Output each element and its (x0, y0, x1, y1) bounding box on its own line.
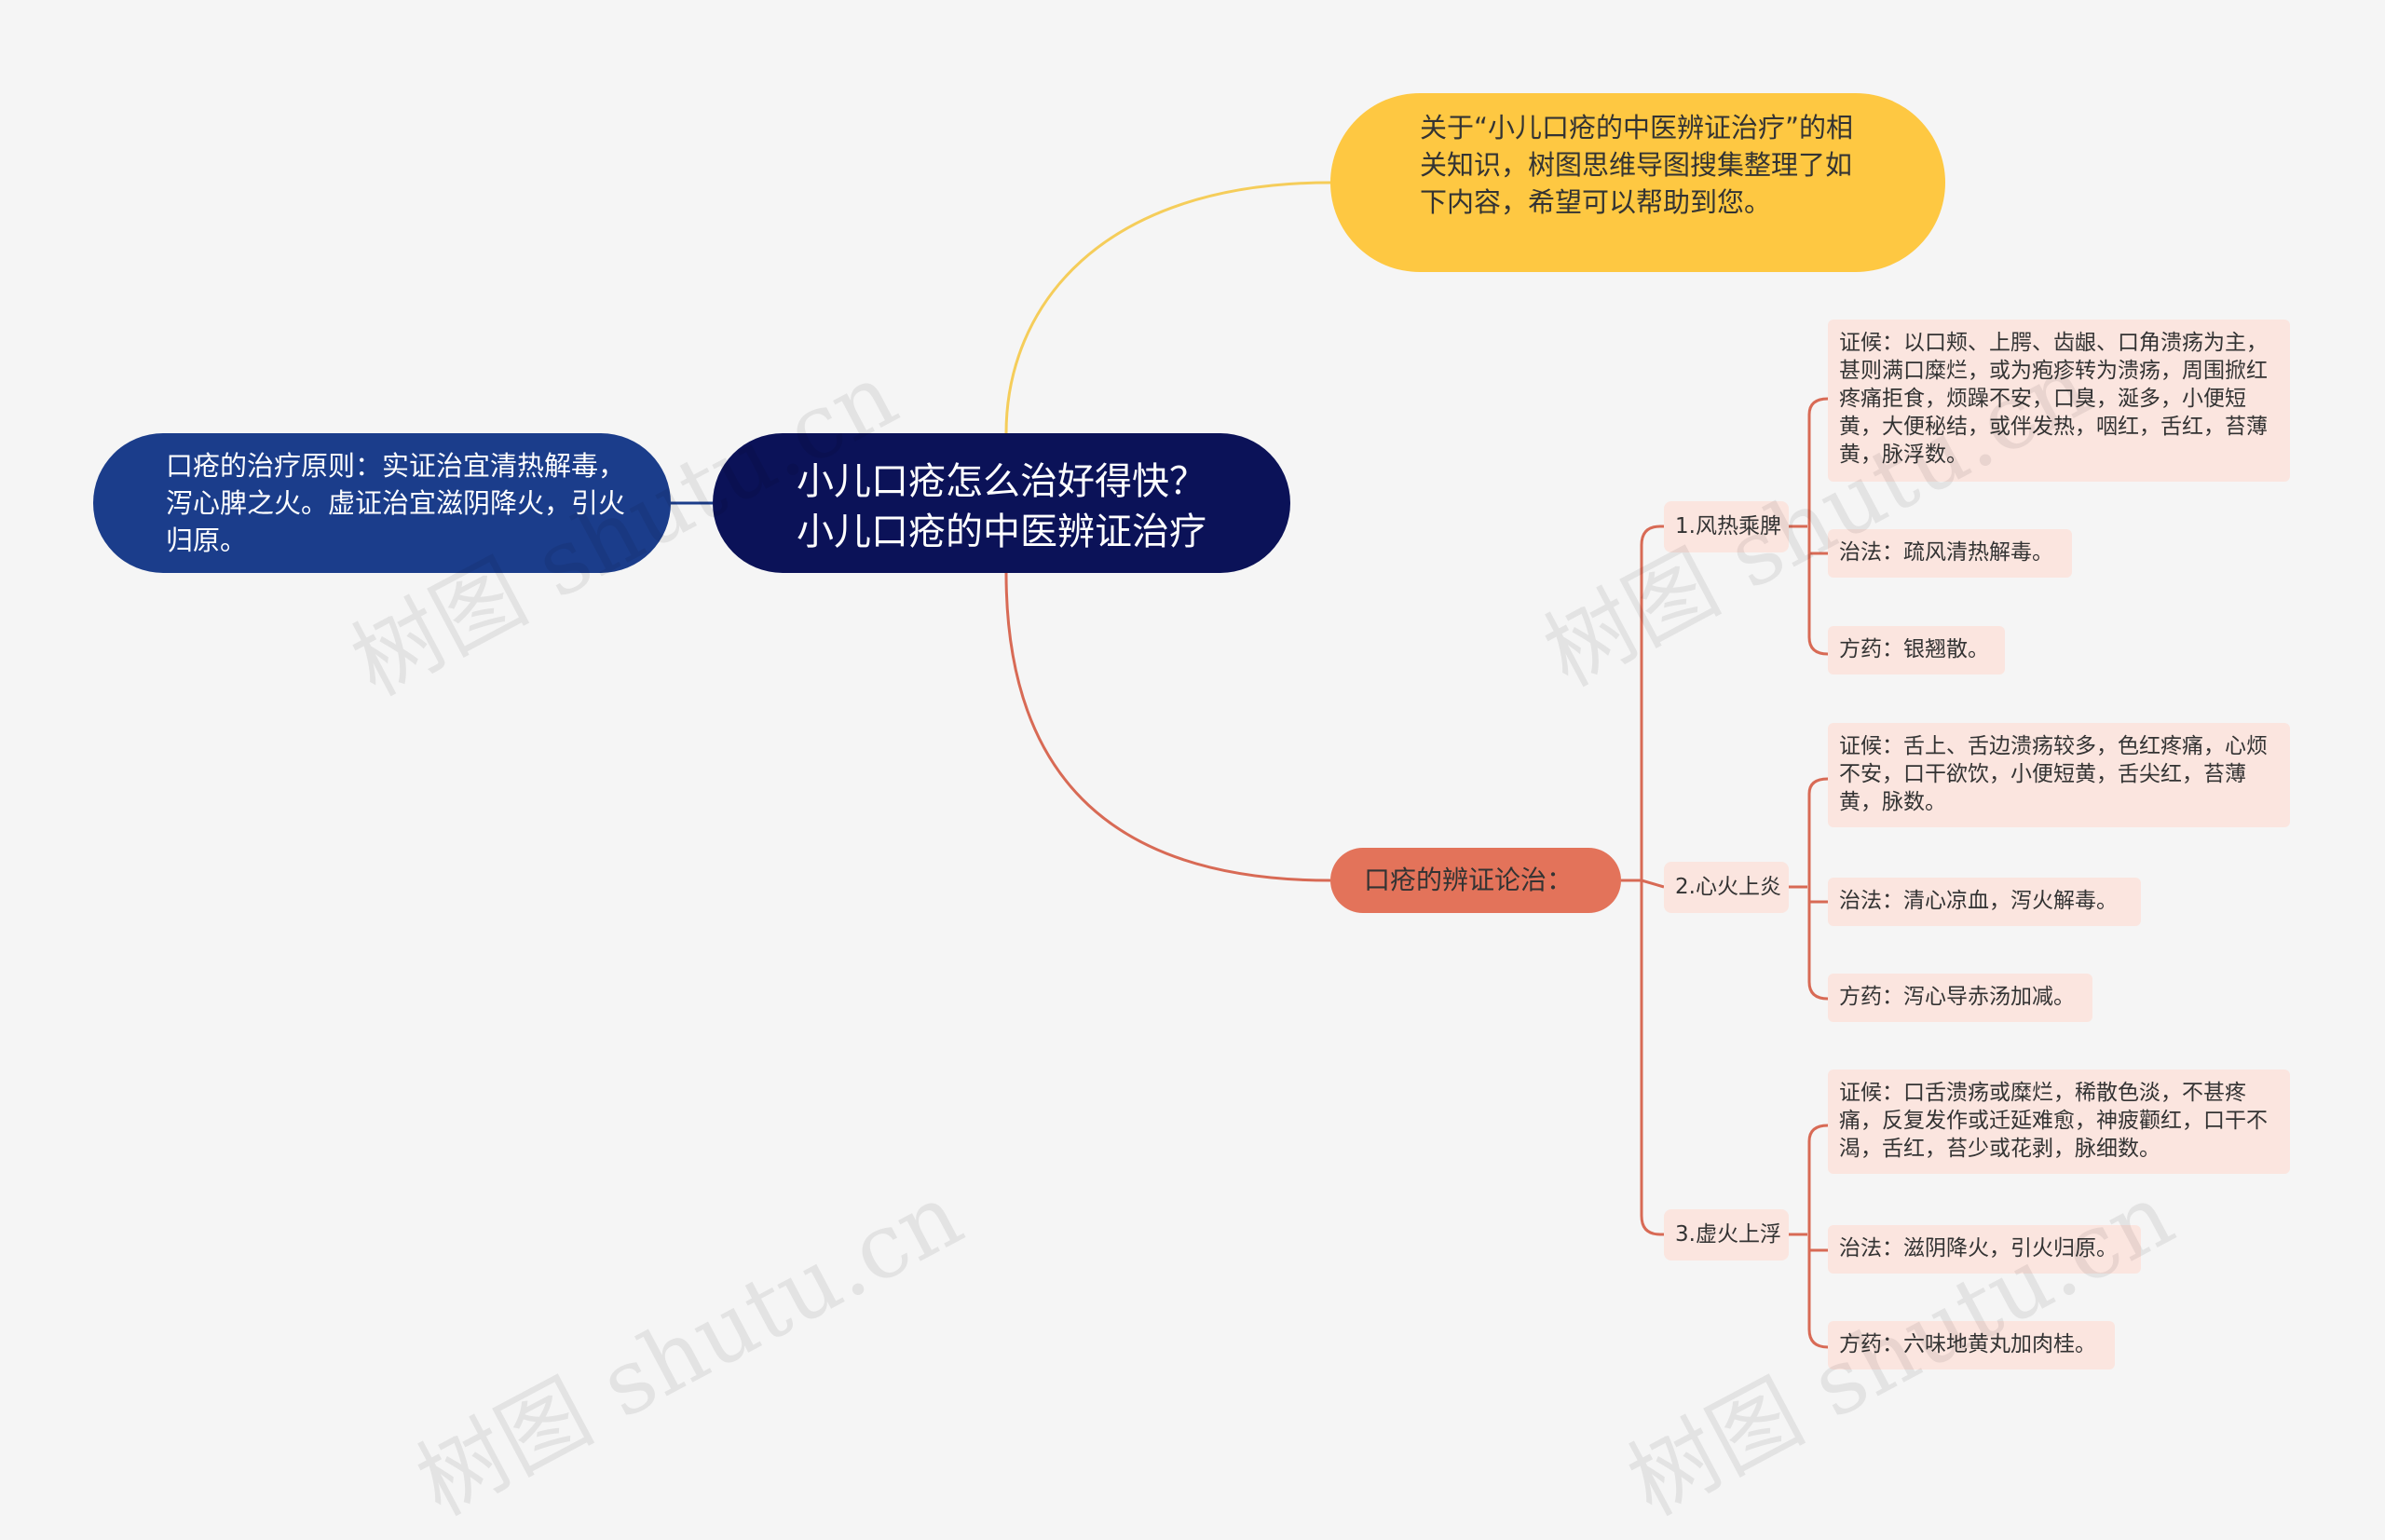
method-node-1[interactable]: 治法：疏风清热解毒。 (1828, 529, 2072, 578)
symptom-node-1[interactable]: 证候：以口颊、上腭、齿龈、口角溃疡为主，甚则满口糜烂，或为疱疹转为溃疡，周围掀红… (1828, 320, 2290, 482)
connector-cat1-bracket (1789, 397, 1829, 656)
symptom-node-3[interactable]: 证候：口舌溃疡或糜烂，稀散色淡，不甚疼痛，反复发作或迁延难愈，神疲颧红，口干不渴… (1828, 1070, 2290, 1174)
category-node-3[interactable]: 3.虚火上浮 (1664, 1209, 1789, 1261)
principle-text: 口疮的治疗原则：实证治宜清热解毒，泻心脾之火。虚证治宜滋阴降火，引火归原。 (166, 450, 626, 556)
symptom-text: 证候：舌上、舌边溃疡较多，色红疼痛，心烦不安，口干欲饮，小便短黄，舌尖红，苔薄黄… (1839, 734, 2268, 814)
symptom-text: 证候：以口颊、上腭、齿龈、口角溃疡为主，甚则满口糜烂，或为疱疹转为溃疡，周围掀红… (1839, 331, 2268, 467)
category-label: 3.虚火上浮 (1675, 1222, 1781, 1247)
method-text: 治法：滋阴降火，引火归原。 (1839, 1236, 2118, 1261)
connector-lines (671, 181, 1829, 1349)
formula-node-1[interactable]: 方药：银翘散。 (1828, 626, 2005, 675)
intro-node[interactable]: 关于“小儿口疮的中医辨证治疗”的相关知识，树图思维导图搜集整理了如下内容，希望可… (1330, 93, 1945, 272)
connector-trunk-cat1 (1640, 525, 1664, 880)
connector-root-diagnosis (1004, 572, 1331, 882)
principle-node[interactable]: 口疮的治疗原则：实证治宜清热解毒，泻心脾之火。虚证治宜滋阴降火，引火归原。 (93, 433, 671, 573)
category-node-1[interactable]: 1.风热乘脾 (1664, 501, 1789, 552)
diagnosis-node[interactable]: 口疮的辨证论治： (1330, 848, 1621, 913)
method-node-2[interactable]: 治法：清心凉血，泻火解毒。 (1828, 878, 2141, 926)
root-title-line2: 小儿口疮的中医辨证治疗 (797, 511, 1206, 553)
formula-text: 方药：六味地黄丸加肉桂。 (1839, 1332, 2096, 1356)
category-label: 2.心火上炎 (1675, 875, 1781, 899)
connector-trunk-cat3 (1640, 880, 1664, 1236)
connector-cat2-bracket (1789, 777, 1829, 1001)
symptom-text: 证候：口舌溃疡或糜烂，稀散色淡，不甚疼痛，反复发作或迁延难愈，神疲颧红，口干不渴… (1839, 1081, 2268, 1161)
intro-text: 关于“小儿口疮的中医辨证治疗”的相关知识，树图思维导图搜集整理了如下内容，希望可… (1420, 112, 1854, 218)
diagnosis-label: 口疮的辨证论治： (1364, 865, 1574, 895)
method-text: 治法：疏风清热解毒。 (1839, 540, 2053, 565)
root-title-line1: 小儿口疮怎么治好得快？ (797, 460, 1206, 503)
formula-text: 方药：银翘散。 (1839, 637, 1989, 661)
connector-trunk-cat2 (1641, 879, 1665, 889)
formula-node-2[interactable]: 方药：泻心导赤汤加减。 (1828, 974, 2092, 1022)
connector-cat3-bracket (1789, 1124, 1829, 1349)
symptom-node-2[interactable]: 证候：舌上、舌边溃疡较多，色红疼痛，心烦不安，口干欲饮，小便短黄，舌尖红，苔薄黄… (1828, 723, 2290, 827)
category-label: 1.风热乘脾 (1675, 514, 1781, 538)
root-node[interactable]: 小儿口疮怎么治好得快？ 小儿口疮的中医辨证治疗 (713, 433, 1290, 573)
method-node-3[interactable]: 治法：滋阴降火，引火归原。 (1828, 1225, 2141, 1274)
formula-text: 方药：泻心导赤汤加减。 (1839, 985, 2075, 1009)
connector-root-intro (1004, 181, 1331, 434)
category-node-2[interactable]: 2.心火上炎 (1664, 862, 1789, 913)
method-text: 治法：清心凉血，泻火解毒。 (1839, 889, 2118, 913)
formula-node-3[interactable]: 方药：六味地黄丸加肉桂。 (1828, 1321, 2115, 1370)
